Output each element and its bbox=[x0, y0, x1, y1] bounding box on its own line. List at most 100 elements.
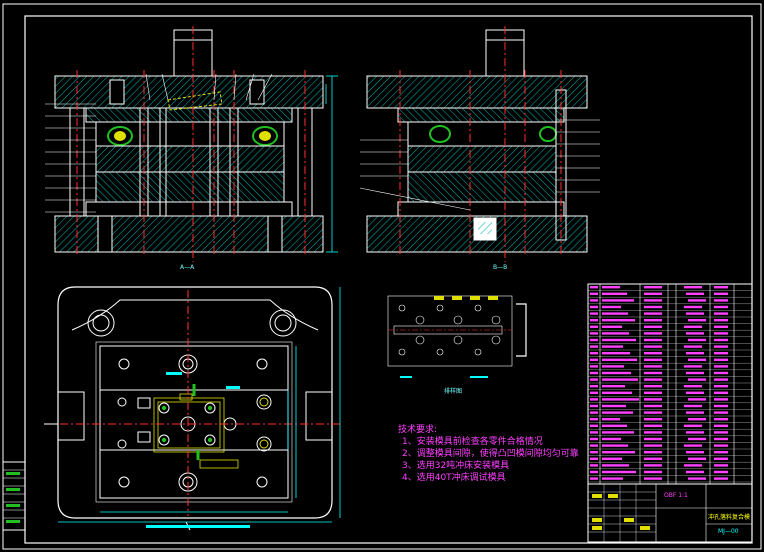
parts-list-cell bbox=[714, 371, 728, 375]
parts-list-cell bbox=[686, 332, 704, 335]
parts-list-cell bbox=[688, 378, 706, 381]
parts-list-cell bbox=[644, 451, 662, 454]
parts-list-cell bbox=[602, 451, 635, 454]
parts-list-cell bbox=[602, 332, 629, 335]
parts-list-cell bbox=[590, 411, 598, 414]
tech-requirement-4: 4、选用40T冲床调试模具 bbox=[402, 473, 506, 483]
parts-list-cell bbox=[714, 385, 728, 388]
parts-list-cell bbox=[590, 398, 598, 401]
parts-list-cell bbox=[684, 464, 702, 467]
title-block-project: 冲孔落料复合模 bbox=[708, 514, 751, 521]
parts-list-cell bbox=[714, 378, 728, 381]
parts-list-cell bbox=[644, 305, 662, 309]
parts-list-cell bbox=[688, 477, 706, 480]
parts-list-cell bbox=[644, 464, 662, 467]
parts-list-cell bbox=[644, 345, 662, 348]
parts-list-cell bbox=[714, 299, 728, 302]
parts-list-cell bbox=[686, 431, 704, 434]
parts-list-cell bbox=[714, 332, 728, 335]
parts-list-cell bbox=[714, 358, 728, 361]
strip-layout-view bbox=[387, 295, 527, 378]
parts-list-cell bbox=[688, 319, 706, 322]
parts-list-table bbox=[587, 283, 753, 485]
parts-list-cell bbox=[714, 470, 728, 474]
parts-list-cell bbox=[686, 451, 704, 454]
parts-list-cell bbox=[644, 319, 662, 322]
parts-list-cell bbox=[590, 424, 598, 427]
parts-list-cell bbox=[644, 431, 662, 434]
parts-list-cell bbox=[684, 424, 702, 427]
parts-list-cell bbox=[714, 411, 728, 414]
parts-list-cell bbox=[602, 319, 635, 322]
parts-list-cell bbox=[590, 299, 598, 302]
parts-list-cell bbox=[686, 470, 704, 474]
parts-list-cell bbox=[714, 398, 728, 401]
parts-list-cell bbox=[714, 352, 728, 355]
parts-list-cell bbox=[602, 464, 629, 467]
parts-list-cell bbox=[644, 424, 662, 427]
parts-list-cell bbox=[602, 292, 627, 295]
parts-list-cell bbox=[688, 398, 706, 401]
parts-list-cell bbox=[688, 457, 706, 460]
parts-list-rows bbox=[588, 286, 752, 483]
parts-list-cell bbox=[684, 286, 702, 289]
parts-list-cell bbox=[714, 365, 728, 368]
parts-list-cell bbox=[644, 365, 662, 368]
parts-list-cell bbox=[684, 305, 702, 309]
parts-list-cell bbox=[590, 470, 598, 474]
parts-list-cell bbox=[714, 451, 728, 454]
parts-list-cell bbox=[590, 305, 598, 309]
parts-list-cell bbox=[644, 418, 662, 421]
parts-list-cell bbox=[684, 404, 702, 408]
parts-list-cell bbox=[602, 444, 628, 447]
parts-list-cell bbox=[590, 319, 598, 322]
parts-list-cell bbox=[602, 312, 628, 315]
plan-view bbox=[44, 286, 341, 531]
parts-list-cell bbox=[590, 477, 598, 480]
parts-list-cell bbox=[714, 391, 728, 394]
parts-list-cell bbox=[644, 358, 662, 361]
parts-list-cell bbox=[590, 352, 598, 355]
parts-list-cell bbox=[686, 391, 704, 394]
parts-list-cell bbox=[714, 312, 728, 315]
parts-list-cell bbox=[714, 457, 728, 460]
parts-list-cell bbox=[602, 305, 621, 309]
section-aa-label: A—A bbox=[180, 264, 195, 271]
tech-requirement-1: 1、安装模具前检查各零件合格情况 bbox=[402, 437, 543, 447]
parts-list-cell bbox=[714, 292, 728, 295]
parts-list-cell bbox=[714, 319, 728, 322]
parts-list-cell bbox=[644, 286, 662, 289]
parts-list-cell bbox=[590, 345, 598, 348]
title-block-scale: OBF 1:1 bbox=[664, 492, 688, 499]
parts-list-cell bbox=[686, 312, 704, 315]
parts-list-cell bbox=[590, 332, 598, 335]
parts-list-cell bbox=[602, 411, 633, 414]
parts-list-cell bbox=[644, 437, 662, 441]
parts-list-cell bbox=[714, 338, 728, 342]
parts-list-cell bbox=[602, 431, 634, 434]
parts-list-cell bbox=[714, 424, 728, 427]
parts-list-cell bbox=[602, 378, 638, 381]
parts-list-cell bbox=[602, 437, 621, 441]
parts-list-cell bbox=[602, 385, 625, 388]
parts-list-cell bbox=[684, 365, 702, 368]
parts-list-cell bbox=[590, 371, 598, 375]
parts-list-cell bbox=[602, 477, 623, 480]
parts-list-cell bbox=[714, 325, 728, 328]
parts-list-cell bbox=[602, 470, 636, 474]
parts-list-cell bbox=[688, 299, 706, 302]
parts-list-cell bbox=[644, 325, 662, 328]
parts-list-cell bbox=[590, 404, 598, 408]
tech-requirements: 技术要求: 1、安装模具前检查各零件合格情况 2、调整模具间隙，使得凸凹模间隙均… bbox=[398, 424, 579, 484]
parts-list-cell bbox=[644, 299, 662, 302]
parts-list-cell bbox=[590, 385, 598, 388]
inner-frame bbox=[24, 15, 753, 544]
parts-list-cell bbox=[644, 470, 662, 474]
parts-list-cell bbox=[590, 464, 598, 467]
tech-requirement-2: 2、调整模具间隙，使得凸凹模间隙均匀可靠 bbox=[402, 449, 579, 459]
parts-list-cell bbox=[590, 437, 598, 441]
parts-list-cell bbox=[602, 391, 632, 394]
parts-list-cell bbox=[714, 286, 728, 289]
parts-list-cell bbox=[602, 325, 622, 328]
